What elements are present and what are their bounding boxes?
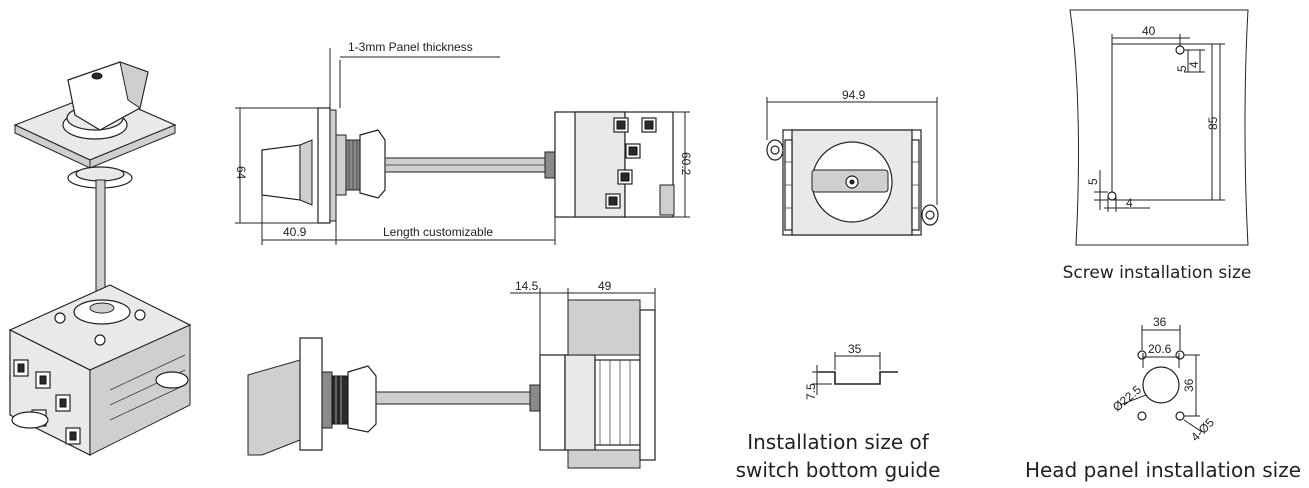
label-dim-36-side: 36 [1182,378,1196,392]
captions: Screw installation size Installation siz… [736,263,1301,482]
label-dim-14-5: 14.5 [515,279,539,293]
label-dim-60-2: 60.2 [679,152,693,176]
label-dim-64: 64 [234,166,248,180]
label-length-customizable: Length customizable [383,225,493,239]
label-dim-94-9: 94.9 [842,88,866,102]
label-dim-49: 49 [598,279,612,293]
label-dim-36-top: 36 [1153,315,1167,329]
isometric-switch-illustration [8,61,192,456]
caption-screw-installation: Screw installation size [1063,263,1252,283]
label-dim-40: 40 [1142,24,1156,38]
caption-bottom-guide-line1: Installation size of [747,430,930,454]
front-view-drawing [766,97,939,236]
label-panel-thickness: 1-3mm Panel thickness [348,40,473,54]
caption-head-panel: Head panel installation size [1025,458,1301,482]
side-view-drawing [235,48,690,245]
head-panel-drawing [1119,325,1203,433]
label-dim-7-5: 7.5 [804,383,818,400]
label-dim-22-5: Ø22.5 [1110,382,1144,414]
screw-installation-drawing [1069,9,1249,246]
label-dim-20-6: 20.6 [1148,342,1172,356]
label-dim-85: 85 [1206,116,1220,130]
dimension-labels: 1-3mm Panel thickness 64 60.2 40.9 Lengt… [234,24,1220,444]
lower-side-view-drawing [247,288,656,469]
caption-bottom-guide-line2: switch bottom guide [736,458,941,482]
label-dim-4-5: 4-Ø5 [1188,415,1217,444]
label-dim-5-top: 5 [1175,65,1189,72]
label-dim-35: 35 [848,342,862,356]
label-dim-4-bottom: 4 [1126,196,1133,210]
din-rail-profile [812,352,898,395]
label-dim-5-bottom: 5 [1086,178,1100,185]
label-dim-4-top: 4 [1187,61,1201,68]
label-dim-40-9: 40.9 [283,225,307,239]
